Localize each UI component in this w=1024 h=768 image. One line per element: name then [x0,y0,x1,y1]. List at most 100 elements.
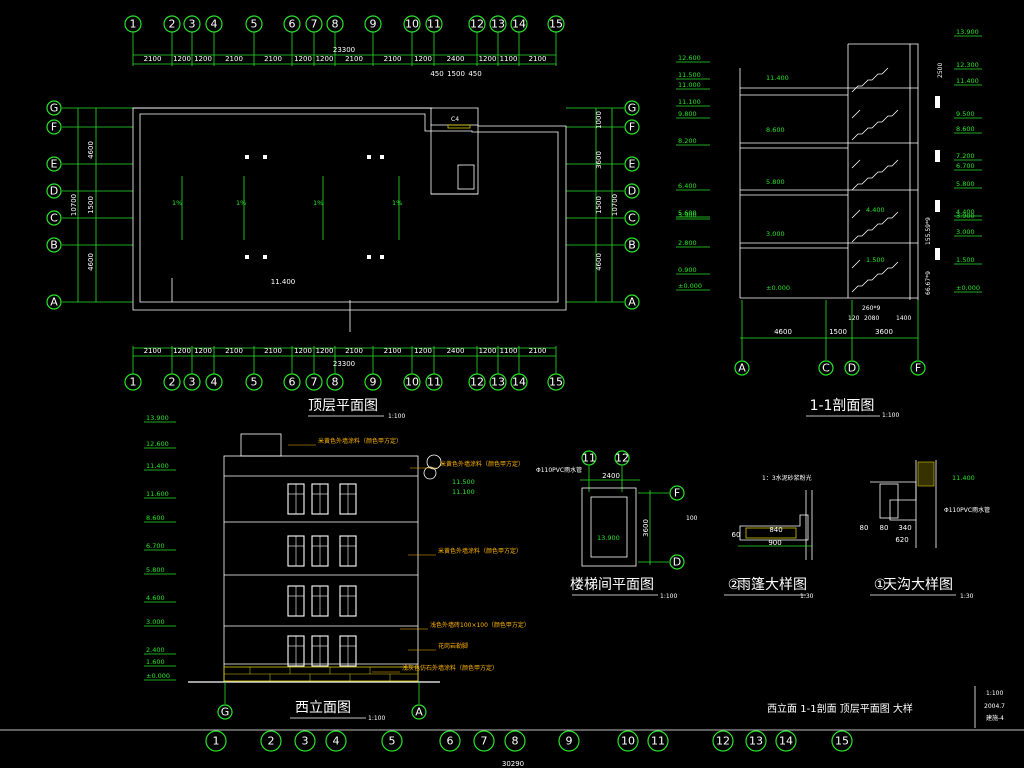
svg-text:D: D [628,185,636,198]
bottom-axis-2: 2 [260,730,282,752]
plan-top-axis-14: 14 [510,15,528,33]
section-small-dim-4: 120 [848,315,860,322]
plan-seg-bottom-0: 2100 [144,347,162,355]
section-right-elev-10: 3.000 [956,228,975,236]
section-axis-F: F [910,360,926,376]
elevation-notes: 米黄色外墙涂料（颜色甲方定）米黄色外墙涂料（颜色甲方定）米黄色外墙涂料（颜色甲方… [288,437,530,673]
elevation-elev-4: 8.600 [146,514,165,522]
elevation-scale: 1:100 [368,715,385,722]
bottom-axis-13: 13 [745,730,767,752]
stair-axis-11: 11 [581,450,597,466]
canopy-dim-900: 900 [768,539,781,547]
plan-right-dim-2: 3600 [595,151,603,169]
svg-text:E: E [629,158,636,171]
plan-right-axis-A: A [624,294,640,310]
plan-seg-bottom-5: 1200 [294,347,312,355]
section-inner-elev-2: 8.600 [766,126,785,134]
svg-text:12: 12 [470,18,484,31]
titleblock-date: 2004.7 [984,703,1005,710]
elevation-elev-9: 2.400 [146,646,165,654]
plan-bottom-axis-13: 13 [489,373,507,391]
stair-axis-f: F [669,485,685,501]
plan-left-axis-C: C [46,210,62,226]
plan-seg-top-11: 1200 [479,55,497,63]
canopy-title: 雨篷大样图 [737,577,807,593]
gutter-level: 11.400 [952,474,975,482]
canopy-number: ② [728,577,741,593]
elevation-elev-6: 5.800 [146,566,165,574]
elevation-note-5: 浅灰色仿石外墙涂料（颜色甲方定） [402,664,498,672]
svg-text:3: 3 [189,18,196,31]
section-left-elev-11: ±0.000 [678,282,702,290]
plan-left-axis-D: D [46,183,62,199]
plan-right-dim-3: 1500 [595,196,603,214]
svg-text:11: 11 [427,376,441,389]
svg-text:D: D [673,556,681,569]
svg-text:10: 10 [405,376,419,389]
svg-text:7: 7 [311,18,318,31]
plan-left-axis-A: A [46,294,62,310]
svg-text:2: 2 [169,376,176,389]
plan-bottom-axis-7: 7 [305,373,323,391]
plan-top-axis-9: 9 [364,15,382,33]
gutter-dim-80b: 80 [880,524,889,532]
section-mid-elev-2: 1.500 [866,256,885,264]
plan-seg-top-12: 1100 [500,55,518,63]
canopy-dim-60: 60 [732,531,741,539]
elevation-note-3: 浅色外墙砖100×100（颜色甲方定） [430,621,530,629]
bottom-axis-15: 15 [831,730,853,752]
svg-text:9: 9 [370,376,377,389]
section-left-elev-6: 6.400 [678,182,697,190]
svg-text:D: D [50,185,58,198]
plan-bottom-axis-14: 14 [510,373,528,391]
plan-seg-top-9: 1200 [414,55,432,63]
svg-text:A: A [50,296,58,309]
window [339,585,357,617]
plan-left-axis-B: B [46,237,62,253]
plan-right-axis-E: E [624,156,640,172]
plan-top-axis-15: 15 [547,15,565,33]
window [339,635,357,667]
svg-text:5: 5 [251,18,258,31]
bottom-axis-1: 1 [205,730,227,752]
svg-text:1: 1 [130,18,137,31]
elevation-elev-1: 12.600 [146,440,169,448]
svg-text:A: A [628,296,636,309]
plan-seg-top-5: 1200 [294,55,312,63]
svg-text:F: F [674,487,680,500]
section-scale: 1:100 [882,412,899,419]
svg-text:C: C [628,212,636,225]
plan-bottom-axis-9: 9 [364,373,382,391]
plan-left-dim-1: 4600 [87,141,95,159]
section-right-elevations: 13.90012.30011.4009.5008.6007.2006.7005.… [954,28,982,293]
elevation-elev-8: 3.000 [146,618,165,626]
bottom-axis-14: 14 [775,730,797,752]
title-block: 西立面 1-1剖面 顶层平面图 大样 1:100 2004.7 建施-4 [0,686,1024,731]
elevation-levels: 13.90012.60011.40011.6008.6006.7005.8004… [144,414,176,681]
section-right-elev-2: 11.400 [956,77,979,85]
section-left-elev-2: 11.000 [678,81,701,89]
svg-text:F: F [915,362,921,375]
svg-text:A: A [738,362,746,375]
section-left-elev-1: 11.500 [678,71,701,79]
plan-top-axis-5: 5 [245,15,263,33]
plan-top-axis-3: 3 [183,15,201,33]
plan-seg-top-6: 1200 [316,55,334,63]
section-right-elev-11: 1.500 [956,256,975,264]
plan-bottom-axis-12: 12 [468,373,486,391]
gutter-number: ① [874,577,887,593]
plan-title: 顶层平面图 [308,398,378,414]
plan-total-dim-bottom: 23300 [333,360,355,368]
svg-text:A: A [415,706,423,719]
bottom-axis-12: 12 [712,730,734,752]
plan-bottom-axis-6: 6 [283,373,301,391]
plan-seg-bottom-10: 2400 [447,347,465,355]
stair-dim-width: 2400 [602,472,620,480]
bottom-axis-6: 6 [439,730,461,752]
bottom-total-dim: 30290 [502,760,524,768]
plan-seg-bottom-2: 1200 [194,347,212,355]
svg-text:13: 13 [749,735,763,748]
west-elevation: 13.90012.60011.40011.6008.6006.7005.8004… [144,414,530,722]
